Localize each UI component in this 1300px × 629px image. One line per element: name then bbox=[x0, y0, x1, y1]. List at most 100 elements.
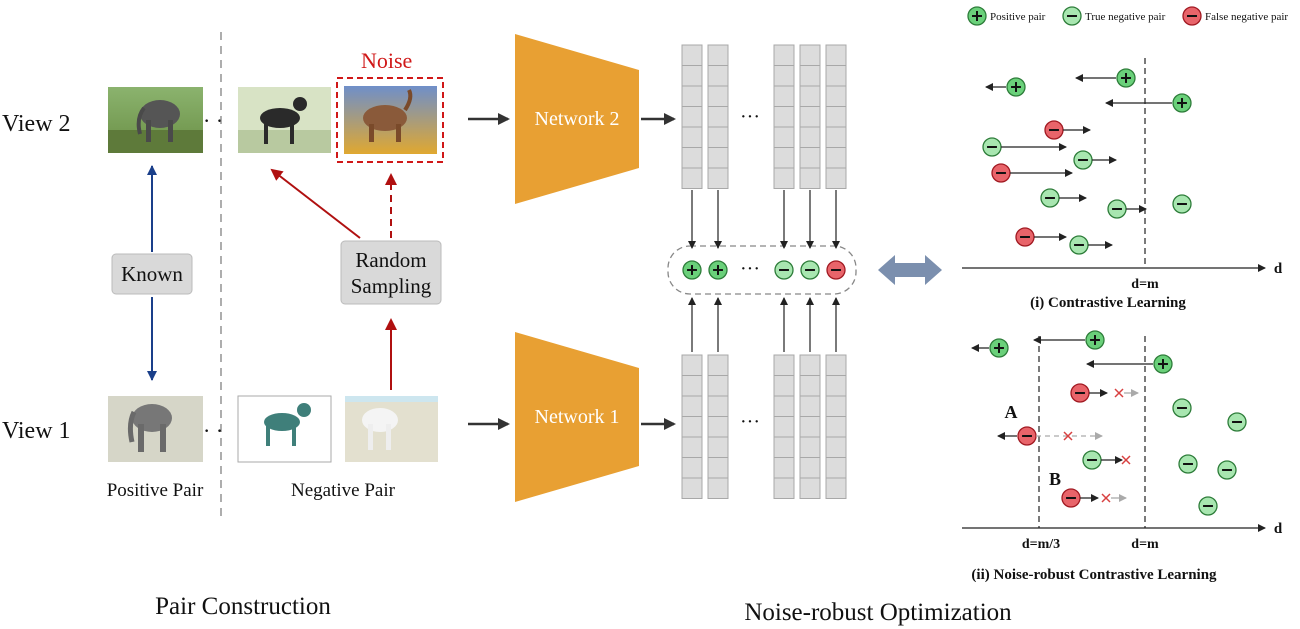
feature-cell bbox=[825, 126, 847, 148]
plot2-point bbox=[1061, 488, 1081, 508]
view2-feature-columns bbox=[681, 44, 847, 189]
view1-feature-column bbox=[773, 354, 795, 499]
view1-feature-column bbox=[799, 354, 821, 499]
feature-cell bbox=[799, 147, 821, 169]
feature-cell bbox=[773, 436, 795, 458]
feature-cell bbox=[799, 395, 821, 417]
feature-cell bbox=[773, 126, 795, 148]
pair-score-symbol bbox=[826, 260, 846, 280]
feature-cell bbox=[825, 457, 847, 479]
plot1-point bbox=[1015, 227, 1035, 247]
feature-cell bbox=[825, 167, 847, 189]
feature-cell bbox=[681, 85, 703, 107]
feature-cell bbox=[707, 85, 729, 107]
feature-cell bbox=[825, 354, 847, 376]
feature-cell bbox=[799, 416, 821, 438]
plot1-caption: (i) Contrastive Learning bbox=[1030, 295, 1186, 311]
view2-feature-column bbox=[681, 44, 703, 189]
plot2-caption: (ii) Noise-robust Contrastive Learning bbox=[971, 567, 1217, 583]
feature-cell bbox=[681, 126, 703, 148]
feature-cell bbox=[773, 375, 795, 397]
feature-cell bbox=[773, 457, 795, 479]
noise-highlight-box bbox=[336, 77, 444, 163]
view2-noisy-elephant-photo bbox=[344, 86, 437, 154]
legend-true-negative-label: True negative pair bbox=[1085, 11, 1166, 23]
feature-cell bbox=[681, 375, 703, 397]
blocked-mark bbox=[1121, 455, 1131, 465]
feature-cell bbox=[773, 147, 795, 169]
feature-cell bbox=[707, 375, 729, 397]
view2-feature-column bbox=[825, 44, 847, 189]
feature-cell bbox=[825, 44, 847, 66]
plot2-point bbox=[1178, 454, 1198, 474]
feature-cell bbox=[681, 457, 703, 479]
plot1-points bbox=[982, 68, 1192, 255]
noise-robust-optimization-caption: Noise-robust Optimization bbox=[744, 599, 1012, 626]
plot1-point bbox=[1116, 68, 1136, 88]
feature-cell bbox=[799, 354, 821, 376]
pair-scores-container bbox=[667, 245, 857, 295]
plot1-point bbox=[1073, 150, 1093, 170]
pair-score-symbol bbox=[682, 260, 702, 280]
feature-cell bbox=[825, 436, 847, 458]
contrastive-learning-plot: d=m d (i) Contrastive Learning bbox=[962, 58, 1283, 311]
feature-cell bbox=[799, 167, 821, 189]
plot1-point bbox=[1069, 235, 1089, 255]
feature-cell bbox=[681, 354, 703, 376]
feature-cell bbox=[825, 375, 847, 397]
plot2-point bbox=[1172, 398, 1192, 418]
network2-trapezoid bbox=[515, 34, 639, 204]
feature-cell bbox=[707, 167, 729, 189]
feature-cell bbox=[773, 477, 795, 499]
noise-label: Noise bbox=[361, 48, 412, 73]
legend-positive-icon bbox=[967, 6, 987, 26]
plot1-point bbox=[1040, 188, 1060, 208]
feature-cell bbox=[707, 126, 729, 148]
sampling-to-dog-arrow bbox=[270, 168, 361, 239]
feature-cell bbox=[681, 416, 703, 438]
feature-cell bbox=[707, 436, 729, 458]
feature-cell bbox=[825, 147, 847, 169]
feature-cell bbox=[773, 106, 795, 128]
plot2-threshold1-label: d=m/3 bbox=[1022, 537, 1060, 552]
plot2-point bbox=[1085, 330, 1105, 350]
legend-false-negative-label: False negative pair bbox=[1205, 11, 1288, 23]
negative-pair-label: Negative Pair bbox=[291, 480, 396, 501]
feature-cell bbox=[825, 85, 847, 107]
feature-cell bbox=[773, 395, 795, 417]
view1-feature-column bbox=[825, 354, 847, 499]
plot2-points bbox=[971, 330, 1247, 516]
plot2-point bbox=[1198, 496, 1218, 516]
feature-cell bbox=[707, 106, 729, 128]
feature-cell bbox=[707, 354, 729, 376]
view1-ellipsis: · · bbox=[203, 418, 223, 443]
plot1-point bbox=[991, 163, 1011, 183]
pair-score-symbol bbox=[800, 260, 820, 280]
plot1-point bbox=[1172, 93, 1192, 113]
plot2-axis-label: d bbox=[1274, 521, 1283, 537]
feature-cell bbox=[773, 354, 795, 376]
blocked-mark bbox=[1063, 431, 1073, 441]
feature-cell bbox=[825, 106, 847, 128]
feature-cell bbox=[681, 106, 703, 128]
feature-cell bbox=[825, 477, 847, 499]
feature-cell bbox=[707, 416, 729, 438]
pair-score-symbol bbox=[708, 260, 728, 280]
view1-feature-column bbox=[707, 354, 729, 499]
feature-cell bbox=[707, 477, 729, 499]
blocked-mark bbox=[1114, 388, 1124, 398]
random-sampling-box bbox=[340, 240, 442, 305]
feature-cell bbox=[681, 477, 703, 499]
feature-cell bbox=[825, 395, 847, 417]
view2-feature-column bbox=[707, 44, 729, 189]
feature-cell bbox=[773, 65, 795, 87]
feature-cell bbox=[799, 375, 821, 397]
random-sampling-label-line2: Sampling bbox=[351, 274, 432, 298]
top-features-ellipsis: ··· bbox=[740, 106, 760, 128]
view2-label: View 2 bbox=[2, 111, 71, 137]
plot1-point bbox=[982, 137, 1002, 157]
view2-dog-photo bbox=[238, 87, 331, 153]
pair-construction-caption: Pair Construction bbox=[155, 593, 331, 620]
feature-cell bbox=[799, 477, 821, 499]
